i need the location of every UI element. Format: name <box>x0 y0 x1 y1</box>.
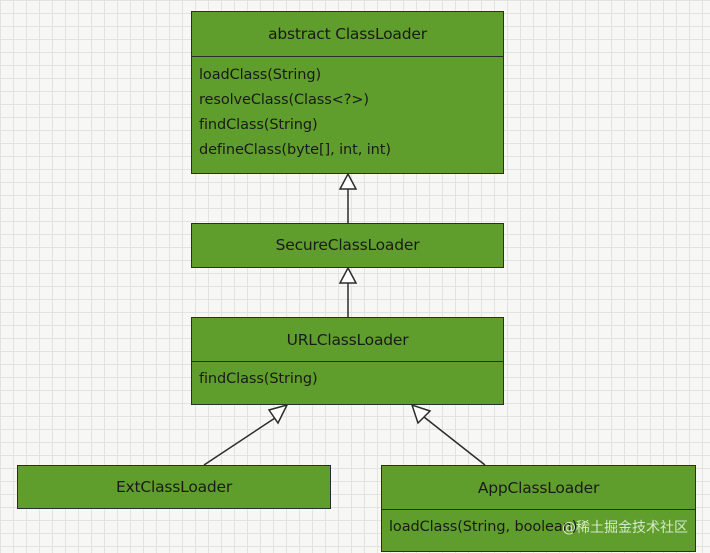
method-item: defineClass(byte[], int, int) <box>199 142 391 158</box>
inheritance-arrowhead <box>338 266 358 284</box>
method-item: loadClass(String, boolean) <box>389 519 578 535</box>
watermark: @稀土掘金技术社区 <box>562 520 688 536</box>
class-box-url: URLClassLoader findClass(String) <box>191 317 504 405</box>
method-item: findClass(String) <box>199 117 318 133</box>
inheritance-arrowhead <box>267 403 289 425</box>
class-box-ext: ExtClassLoader <box>17 465 331 509</box>
class-box-classloader: abstract ClassLoader loadClass(String) r… <box>191 11 504 174</box>
class-name: URLClassLoader <box>286 330 409 349</box>
class-methods: loadClass(String) resolveClass(Class<?>)… <box>192 56 503 172</box>
class-name: abstract ClassLoader <box>268 25 427 43</box>
class-methods: loadClass(String, boolean) <box>382 509 695 550</box>
class-name: AppClassLoader <box>477 478 600 497</box>
class-box-secure: SecureClassLoader <box>191 223 504 268</box>
inheritance-arrowhead <box>338 172 358 190</box>
method-item: loadClass(String) <box>199 67 322 83</box>
method-item: findClass(String) <box>199 371 318 387</box>
class-box-app: AppClassLoader loadClass(String, boolean… <box>381 465 696 552</box>
method-item: resolveClass(Class<?>) <box>199 92 369 108</box>
class-name: ExtClassLoader <box>115 477 233 496</box>
class-methods: findClass(String) <box>192 361 503 403</box>
edge-app-to-url <box>423 416 486 466</box>
edge-ext-to-url <box>203 415 279 466</box>
inheritance-arrowhead <box>410 403 432 425</box>
class-name: SecureClassLoader <box>275 236 420 254</box>
